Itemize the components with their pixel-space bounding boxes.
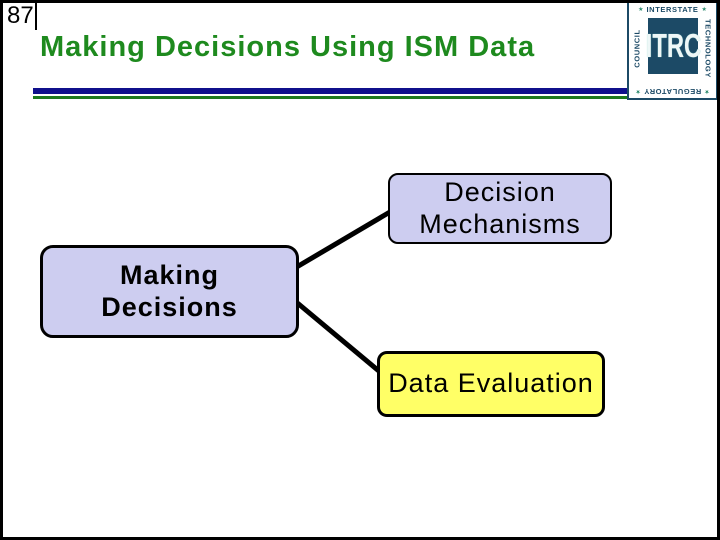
logo-word-regulatory: REGULATORY (643, 87, 702, 96)
logo-word-interstate: INTERSTATE (646, 5, 699, 14)
logo-word-council: COUNCIL (632, 29, 642, 68)
logo-word-technology: TECHNOLOGY (703, 19, 713, 78)
slide-number-divider (35, 0, 37, 30)
slide-title: Making Decisions Using ISM Data (40, 31, 536, 63)
star-icon: ★ (701, 6, 707, 13)
diagram-node-data-evaluation: Data Evaluation (377, 351, 605, 417)
star-icon: ★ (638, 6, 644, 13)
logo-bottom-row: ★ REGULATORY ★ (629, 87, 716, 96)
itrc-acronym: ITRC (645, 27, 701, 64)
connector-making-to-evaluation (293, 299, 388, 379)
star-icon: ★ (635, 88, 641, 95)
itrc-logo: ★ INTERSTATE ★ COUNCIL TECHNOLOGY ITRC ★… (627, 0, 718, 100)
title-underline-green (33, 96, 629, 99)
star-icon: ★ (704, 88, 710, 95)
title-underline-blue (33, 88, 627, 94)
diagram-node-decision-mechanisms: Decision Mechanisms (388, 173, 612, 244)
slide-number: 87 (7, 2, 34, 29)
connector-making-to-mechanisms (293, 206, 397, 271)
itrc-emblem: ITRC (645, 18, 701, 74)
logo-top-row: ★ INTERSTATE ★ (629, 5, 716, 14)
diagram-node-making-decisions: Making Decisions (40, 245, 299, 338)
